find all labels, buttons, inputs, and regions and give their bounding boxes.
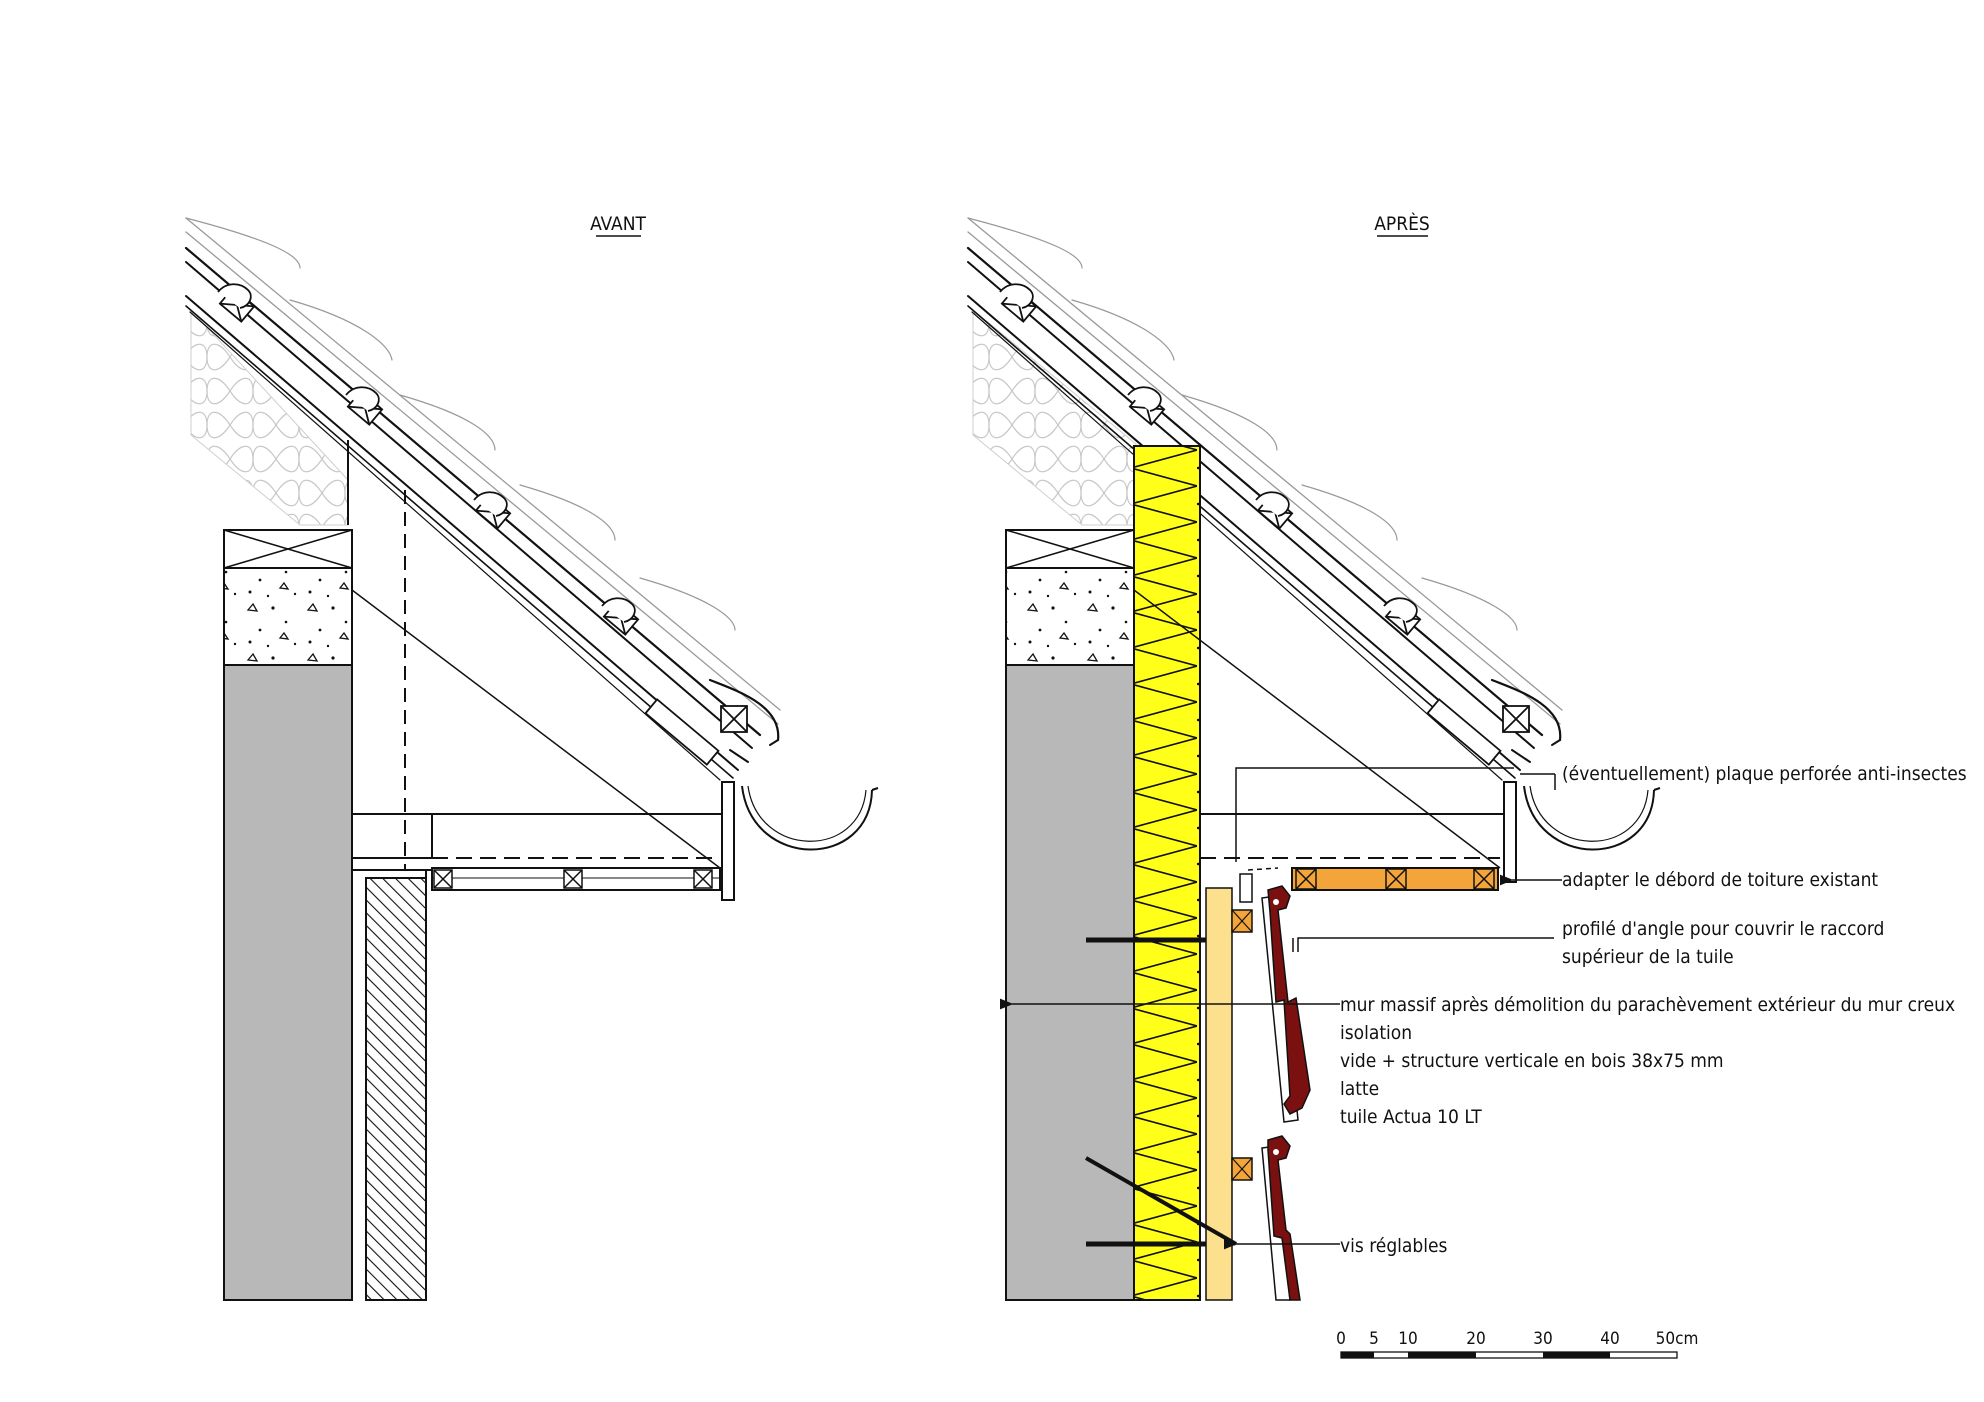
roof-slope-before xyxy=(184,217,781,781)
tile-profiles-after xyxy=(999,283,1418,623)
insulation-layer xyxy=(1133,445,1201,1301)
tile-profiles-before xyxy=(217,283,636,623)
roof-insulation-after xyxy=(972,308,1137,526)
leader-lines xyxy=(999,773,1562,1250)
label-adjustable-screws: vis réglables xyxy=(1340,1235,1448,1257)
label-solid-wall: mur massif après démolition du parachève… xyxy=(1340,994,1955,1016)
gutter-before xyxy=(741,785,879,851)
avant-detail xyxy=(184,217,879,1301)
label-insulation: isolation xyxy=(1340,1022,1412,1044)
label-insect-plate: (éventuellement) plaque perforée anti-in… xyxy=(1562,763,1967,785)
rafter-before xyxy=(347,440,406,870)
wall-tiles xyxy=(1261,885,1311,1301)
label-corner-profile-2: supérieur de la tuile xyxy=(1562,946,1734,968)
scale-tick-0: 0 xyxy=(1336,1329,1346,1349)
scale-tick-50: 50cm xyxy=(1656,1329,1699,1349)
scale-tick-10: 10 xyxy=(1398,1329,1417,1349)
apres-detail xyxy=(966,217,1661,1301)
eave-before xyxy=(351,589,735,901)
solid-wall-after xyxy=(1005,529,1135,1301)
gutter-after xyxy=(1523,785,1661,851)
cavity-leaf-before xyxy=(352,869,440,1301)
scale-tick-40: 40 xyxy=(1600,1329,1619,1349)
timber-structure xyxy=(1205,873,1253,1301)
title-apres: APRÈS xyxy=(1374,212,1430,235)
label-corner-profile: profilé d'angle pour couvrir le raccord xyxy=(1562,918,1884,940)
scale-tick-5: 5 xyxy=(1369,1329,1379,1349)
annotations: (éventuellement) plaque perforée anti-in… xyxy=(1340,763,1967,1257)
label-overhang: adapter le débord de toiture existant xyxy=(1562,869,1878,891)
title-avant: AVANT xyxy=(590,213,646,235)
label-tile: tuile Actua 10 LT xyxy=(1340,1106,1482,1128)
scale-tick-20: 20 xyxy=(1466,1329,1485,1349)
roof-slope-after xyxy=(966,217,1563,781)
roof-insulation-before xyxy=(190,308,349,526)
label-timber-structure: vide + structure verticale en bois 38x75… xyxy=(1340,1050,1724,1072)
fixings xyxy=(1085,937,1237,1247)
label-batten: latte xyxy=(1340,1078,1379,1100)
scale-tick-30: 30 xyxy=(1533,1329,1552,1349)
scale-bar: 0 5 10 20 30 40 50cm xyxy=(1336,1329,1699,1359)
solid-wall-before xyxy=(223,529,353,1301)
eave-after xyxy=(1133,589,1517,891)
